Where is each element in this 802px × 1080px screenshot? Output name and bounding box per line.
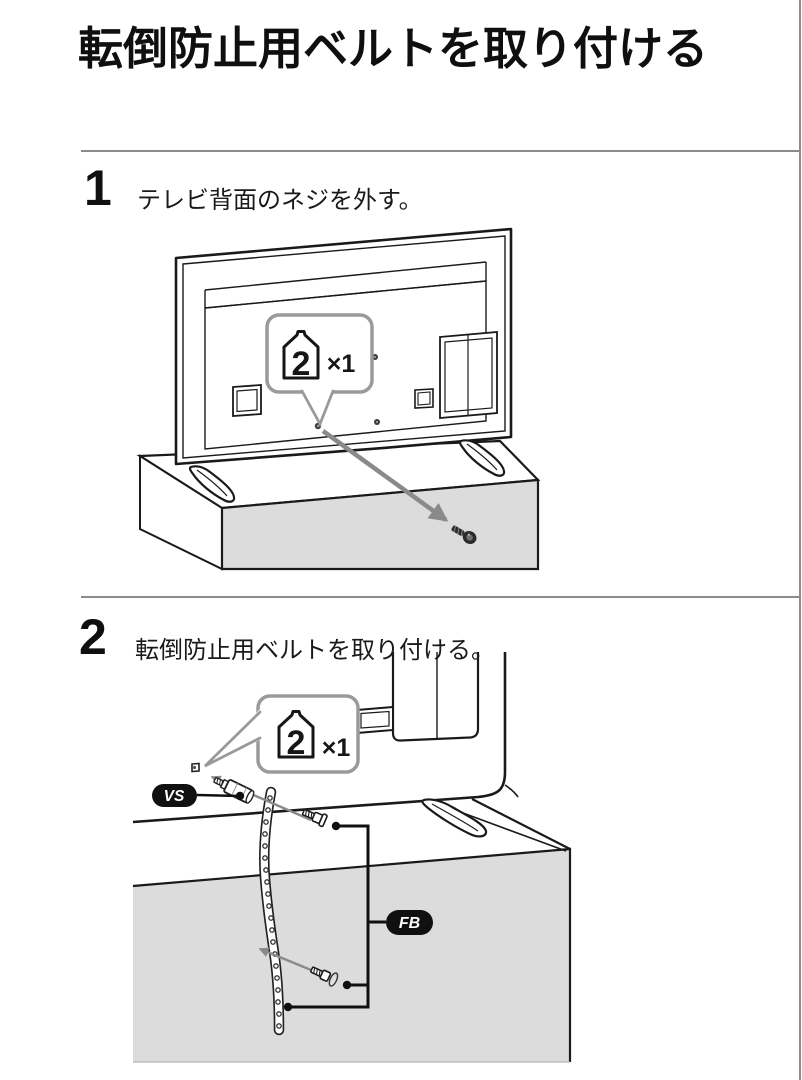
fb-label: FB [283,821,433,1012]
illustration-remove-screw: 2 ×1 [136,227,541,571]
fall-prevention-belt [259,786,285,1036]
terminal-recess [391,652,480,742]
step-2-text: 転倒防止用ベルトを取り付ける。 [135,637,495,664]
table-front-face [220,478,540,571]
house-number: 2 [292,345,311,383]
tv-foot [421,798,488,838]
tv-foot [458,439,506,477]
house-icon [277,710,315,759]
house-icon [282,330,320,380]
page-title: 転倒防止用ベルトを取り付ける [78,23,709,74]
callout-bubble: 2 ×1 [204,694,360,774]
page-right-border [799,0,801,1080]
fb-screw-icon [301,808,328,828]
illustration-attach-belt: VS FB [132,652,572,1063]
vs-label-text: VS [164,788,185,805]
terminal-panel [439,331,498,419]
vs-screw-spacer-icon [213,777,255,804]
tv-foot [188,465,236,503]
connector-tab [356,705,394,735]
screw-hole [191,762,200,773]
fb-label-text: FB [399,915,420,932]
screw-count: ×1 [322,734,351,762]
step-1-number: 1 [84,160,112,216]
step-1-text: テレビ背面のネジを外す。 [137,187,423,214]
screw-icon [374,419,380,425]
house-number: 2 [287,724,306,762]
fb-screw-icon [310,966,339,987]
screw-count: ×1 [327,350,356,378]
removed-screw-icon [451,525,477,544]
vs-label: VS [152,784,245,807]
tv-stand-table [132,798,572,1063]
section-divider [81,150,800,152]
section-divider [81,596,800,598]
table-front-face [133,849,570,1062]
step-2-number: 2 [79,609,107,665]
callout-bubble: 2 ×1 [265,313,374,428]
arrow-icon [258,947,317,974]
arrow-icon [321,429,449,522]
tv-stand-table [136,439,541,571]
